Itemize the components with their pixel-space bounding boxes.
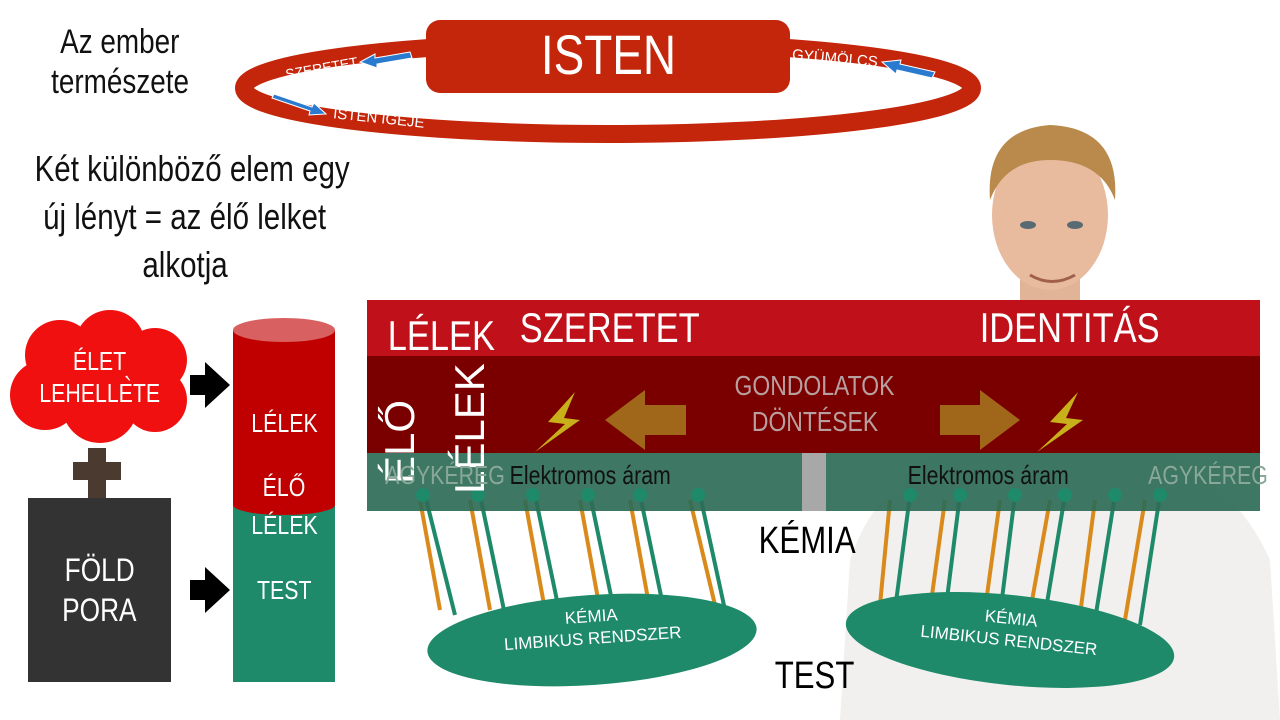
thoughts-label: GONDOLATOK <box>735 370 895 401</box>
band-soul-label: LÉLEK <box>387 312 495 359</box>
decisions-label: DÖNTÉSEK <box>751 406 879 437</box>
earth-box <box>28 498 171 682</box>
soul-band <box>367 300 1260 356</box>
left-limbic-oval <box>427 593 757 687</box>
cycle-arrows <box>271 51 936 116</box>
cortex-right-label: AGYKÉREG <box>1148 460 1268 490</box>
current-right-label: Elektromos áram <box>907 460 1069 490</box>
plus-icon <box>73 448 121 498</box>
earth-label: FÖLD <box>64 552 135 588</box>
chemistry-label: KÉMIA <box>758 520 856 562</box>
right-limbic-oval <box>845 592 1175 688</box>
isten-label: ISTEN <box>540 23 676 86</box>
desc-line: alkotja <box>142 244 228 285</box>
title-line: Az ember <box>60 23 180 61</box>
isten-box <box>426 20 790 93</box>
arrow-right-icon <box>190 362 230 613</box>
dots <box>416 488 1167 502</box>
cloud-shape <box>10 310 187 443</box>
band-love-label: SZERETET <box>519 304 700 351</box>
earth-label: PORA <box>62 592 137 628</box>
cylinder-living-label: LÉLEK <box>250 510 318 540</box>
cortex-left-label: AGYKÉREG <box>385 460 505 490</box>
cloud-label: ÉLET <box>73 346 127 376</box>
cylinder <box>233 318 335 682</box>
band-identity-label: IDENTITÁS <box>979 304 1160 351</box>
desc-line: új lényt = az élő lelket <box>43 196 327 237</box>
cloud-label: LEHELLETE <box>39 378 161 408</box>
current-left-label: Elektromos áram <box>509 460 671 490</box>
arrows-thoughts <box>605 390 1020 450</box>
cylinder-soul-label: LÉLEK <box>250 408 318 438</box>
cylinder-body-label: TEST <box>256 575 312 605</box>
connection-lines <box>418 494 1162 626</box>
cylinder-living-label: ÉLŐ <box>262 472 306 502</box>
cortex-divider <box>802 453 826 511</box>
body-label: TEST <box>774 655 855 697</box>
lightning-icon <box>535 392 1083 452</box>
title-line: természete <box>51 63 189 101</box>
desc-line: Két különböző elem egy <box>34 148 350 189</box>
thoughts-band <box>367 356 1260 453</box>
